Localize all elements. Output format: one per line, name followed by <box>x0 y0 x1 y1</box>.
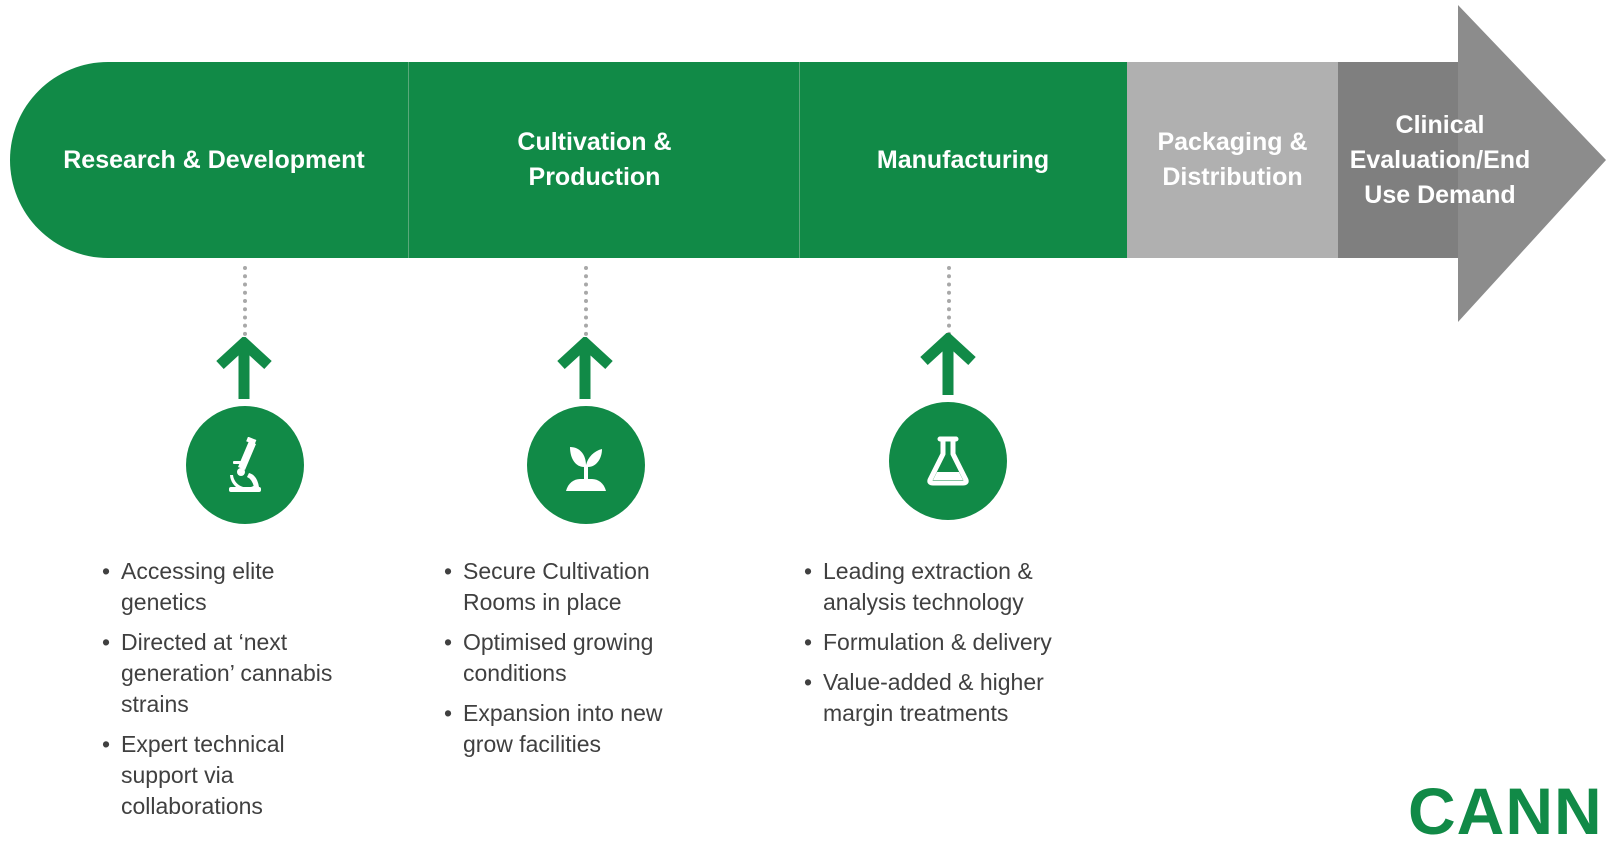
stage-label-cultivation: Cultivation & Production <box>517 128 672 191</box>
stage-label-research: Research & Development <box>63 145 365 174</box>
stage-label-manufacturing: Manufacturing <box>876 145 1050 174</box>
stage-label-clinical: Clinical Evaluation/End Use Demand <box>1349 110 1531 209</box>
rnd-bullets: Accessing elite genetics Directed at ‘ne… <box>102 556 347 831</box>
cultivation-bullets: Secure Cultivation Rooms in place Optimi… <box>444 556 694 769</box>
list-item: Optimised growing conditions <box>444 627 694 689</box>
list-item: Expert technical support via collaborati… <box>102 729 347 822</box>
dotted-connector <box>584 266 588 336</box>
stage-label-packaging: Packaging & Distribution <box>1157 128 1308 191</box>
up-arrow-icon <box>557 337 613 399</box>
stage-bar-cultivation <box>408 62 799 258</box>
list-item: Value-added & higher margin treatments <box>804 667 1089 729</box>
sprout-icon <box>566 447 606 491</box>
stage-bar-rnd <box>10 62 408 258</box>
flask-circle <box>889 402 1007 520</box>
manufacturing-bullets: Leading extraction & analysis technology… <box>804 556 1089 738</box>
list-item: Formulation & delivery <box>804 627 1089 658</box>
up-arrow-icon <box>216 337 272 399</box>
microscope-icon <box>229 437 261 492</box>
value-chain-diagram <box>10 5 1606 322</box>
up-arrow-icon <box>920 333 976 395</box>
list-item: Leading extraction & analysis technology <box>804 556 1089 618</box>
dotted-connector <box>243 266 247 336</box>
sprout-circle <box>527 406 645 524</box>
company-logo: CANN <box>1408 774 1603 848</box>
flask-icon <box>927 436 969 486</box>
list-item: Accessing elite genetics <box>102 556 347 618</box>
stage-bar-manufacturing <box>799 62 1127 258</box>
stage-bar-packaging <box>1127 62 1338 258</box>
list-item: Secure Cultivation Rooms in place <box>444 556 694 618</box>
microscope-circle <box>186 406 304 524</box>
dotted-connector <box>947 266 951 336</box>
list-item: Expansion into new grow facilities <box>444 698 694 760</box>
stage-bar-clinical <box>1337 62 1458 258</box>
list-item: Directed at ‘next generation’ cannabis s… <box>102 627 347 720</box>
